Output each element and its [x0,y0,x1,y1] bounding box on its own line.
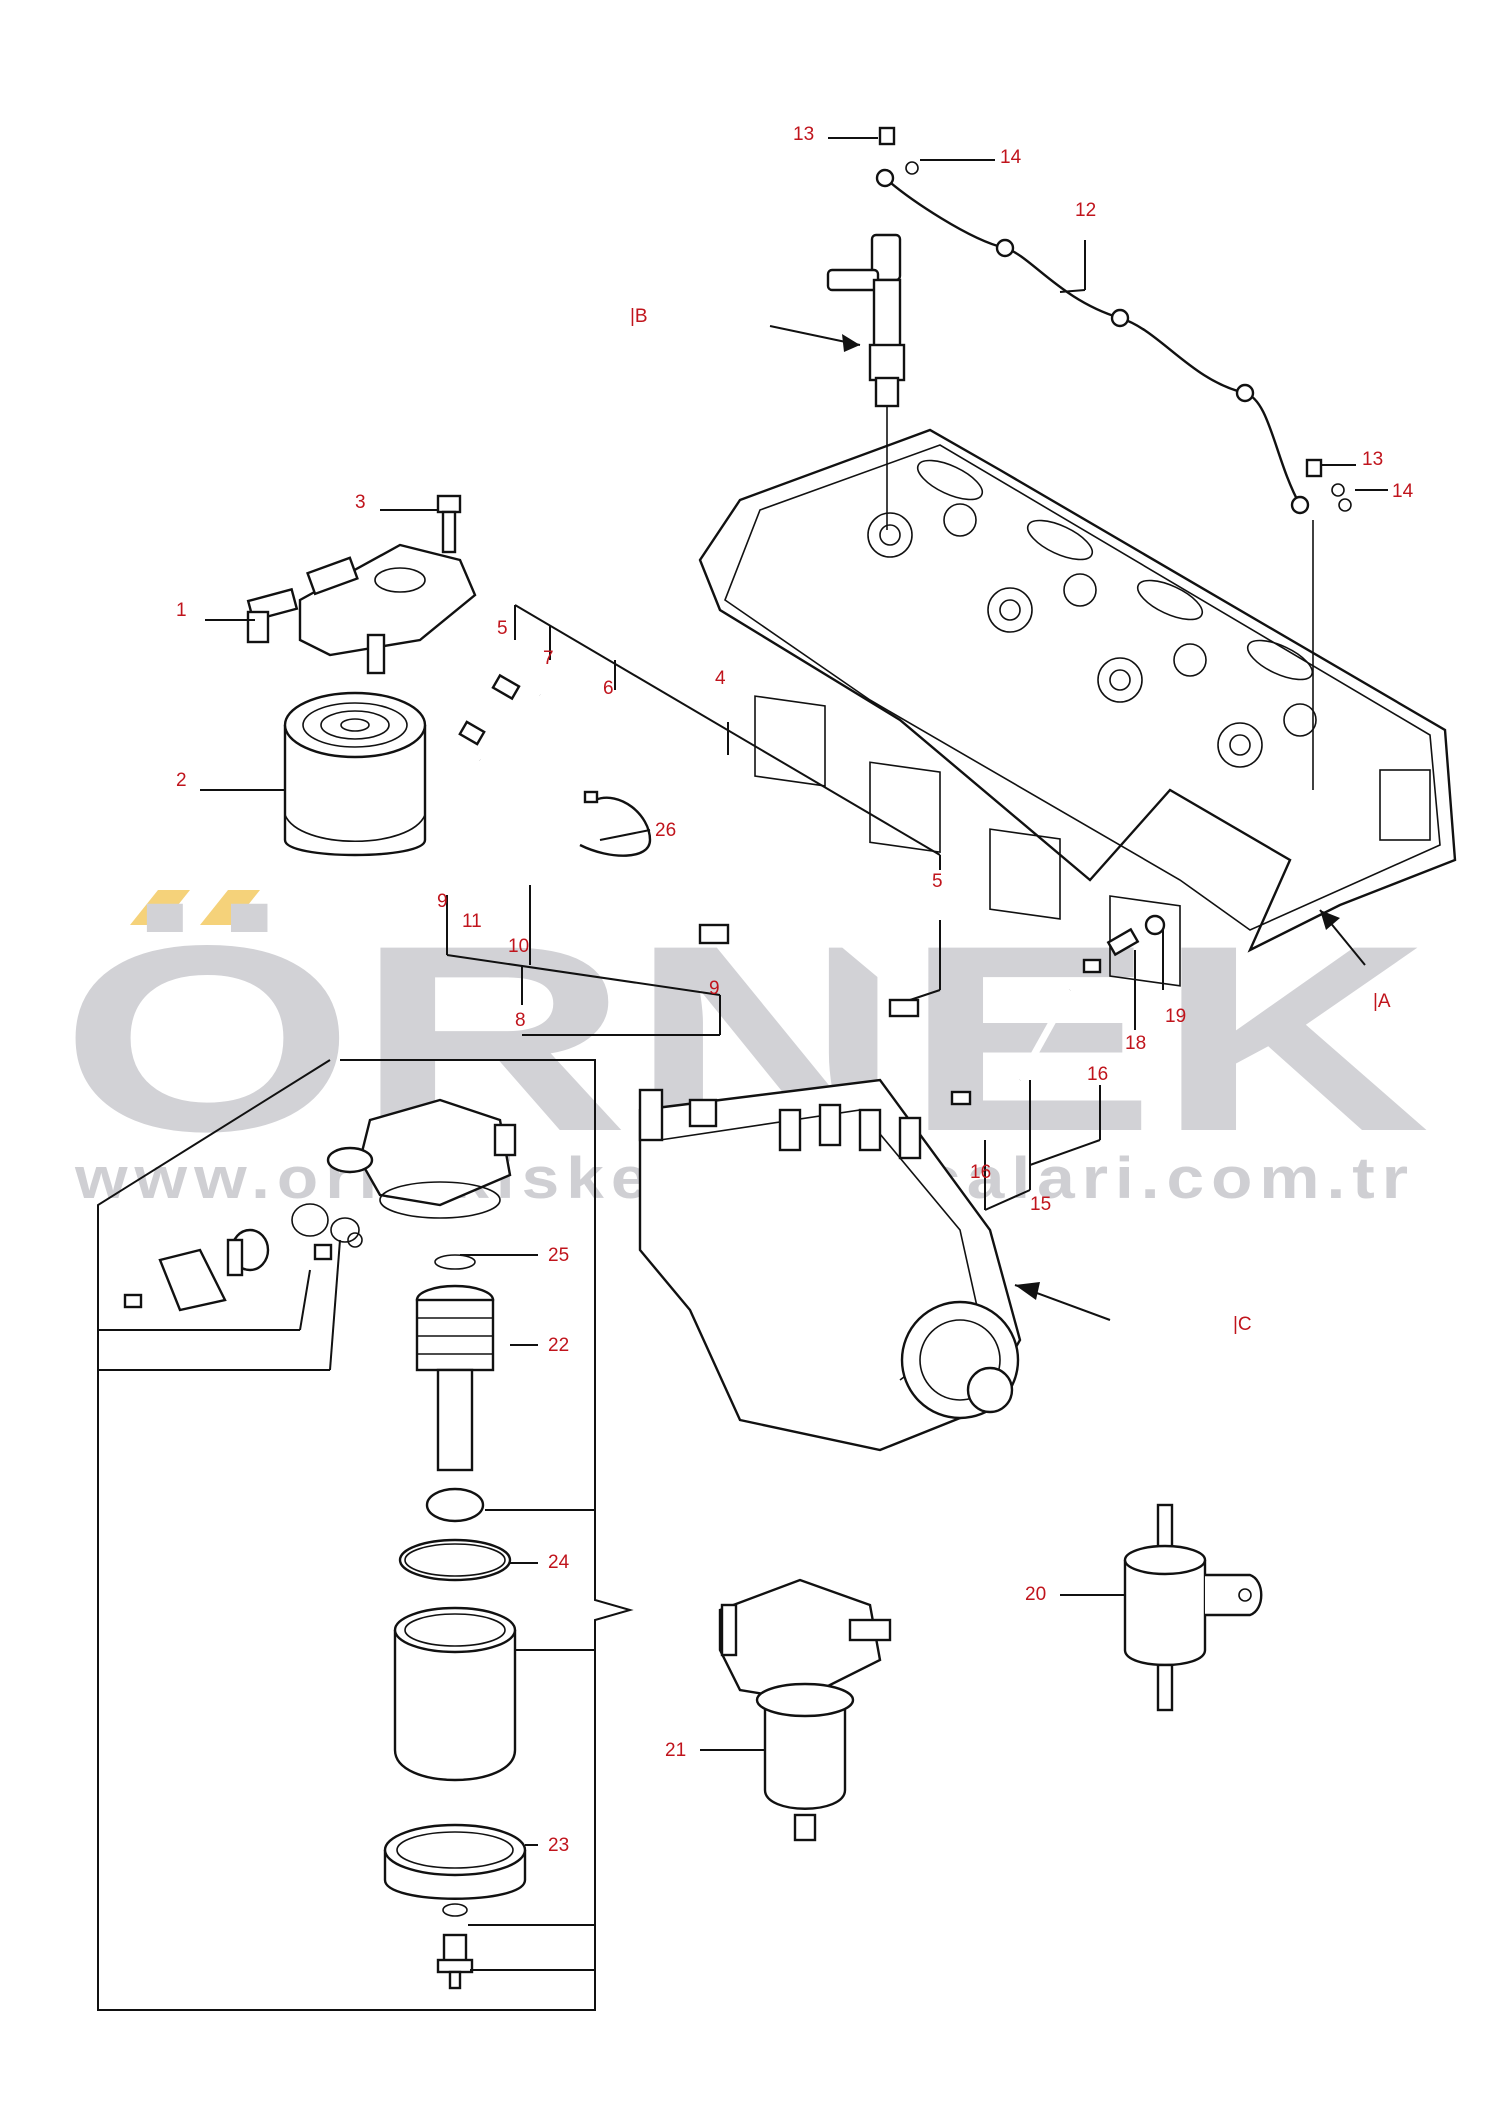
callout-12: 12 [1075,200,1096,221]
fittings-16-18-19 [950,914,1166,1106]
callout-6: 6 [603,678,614,699]
sedimenter-exploded [123,1098,527,1990]
leak-off-pipe [875,126,1352,790]
leader-lines [97,137,1388,2011]
callout-B: |B [630,306,648,327]
filter-cartridge [283,691,427,857]
callout-5-top: 5 [497,618,508,639]
callout-5-right: 5 [932,871,943,892]
callout-9-right: 9 [709,978,720,999]
callout-20: 20 [1025,1584,1046,1605]
callout-3: 3 [355,492,366,513]
callout-22: 22 [548,1335,569,1356]
callout-15: 15 [1030,1194,1051,1215]
callout-11: 11 [462,911,482,932]
callout-13-top: 13 [793,124,814,145]
hose-clamp-26 [579,790,652,857]
callout-14-right: 14 [1392,481,1414,502]
fuel-hoses [458,673,920,1018]
valve-seats [867,459,1317,768]
inline-fuel-filter [1123,1503,1263,1712]
callouts: 1 2 3 4 5 5 6 7 8 9 9 10 11 12 13 13 14 … [176,124,1414,1856]
intake-ports [754,695,1181,987]
callout-16-right: 16 [1087,1064,1108,1085]
cylinder-head [698,428,1457,987]
callout-24: 24 [548,1552,570,1573]
callout-C: |C [1233,1314,1252,1335]
fuel-filter-head [246,543,477,675]
callout-7: 7 [543,648,554,669]
callout-26: 26 [655,820,676,841]
watermark-accent-right [200,890,260,925]
callout-1: 1 [176,600,187,621]
callout-25: 25 [548,1245,569,1266]
callout-2: 2 [176,770,187,791]
callout-4: 4 [715,668,726,689]
injection-pump [638,1078,1022,1452]
callout-9-left: 9 [437,891,448,912]
callout-10: 10 [508,936,529,957]
callout-21: 21 [665,1740,686,1761]
callout-8: 8 [515,1010,526,1031]
callout-16-lower: 16 [970,1162,991,1183]
sedimenter-assembly [718,1578,892,1842]
callout-23: 23 [548,1835,569,1856]
callout-19: 19 [1165,1006,1186,1027]
injector [826,233,906,530]
callout-14-top: 14 [1000,147,1022,168]
callout-A: |A [1373,991,1391,1012]
callout-13-right: 13 [1362,449,1383,470]
bolt-3 [436,494,462,554]
callout-18: 18 [1125,1033,1146,1054]
watermark-accent-left [130,890,190,925]
